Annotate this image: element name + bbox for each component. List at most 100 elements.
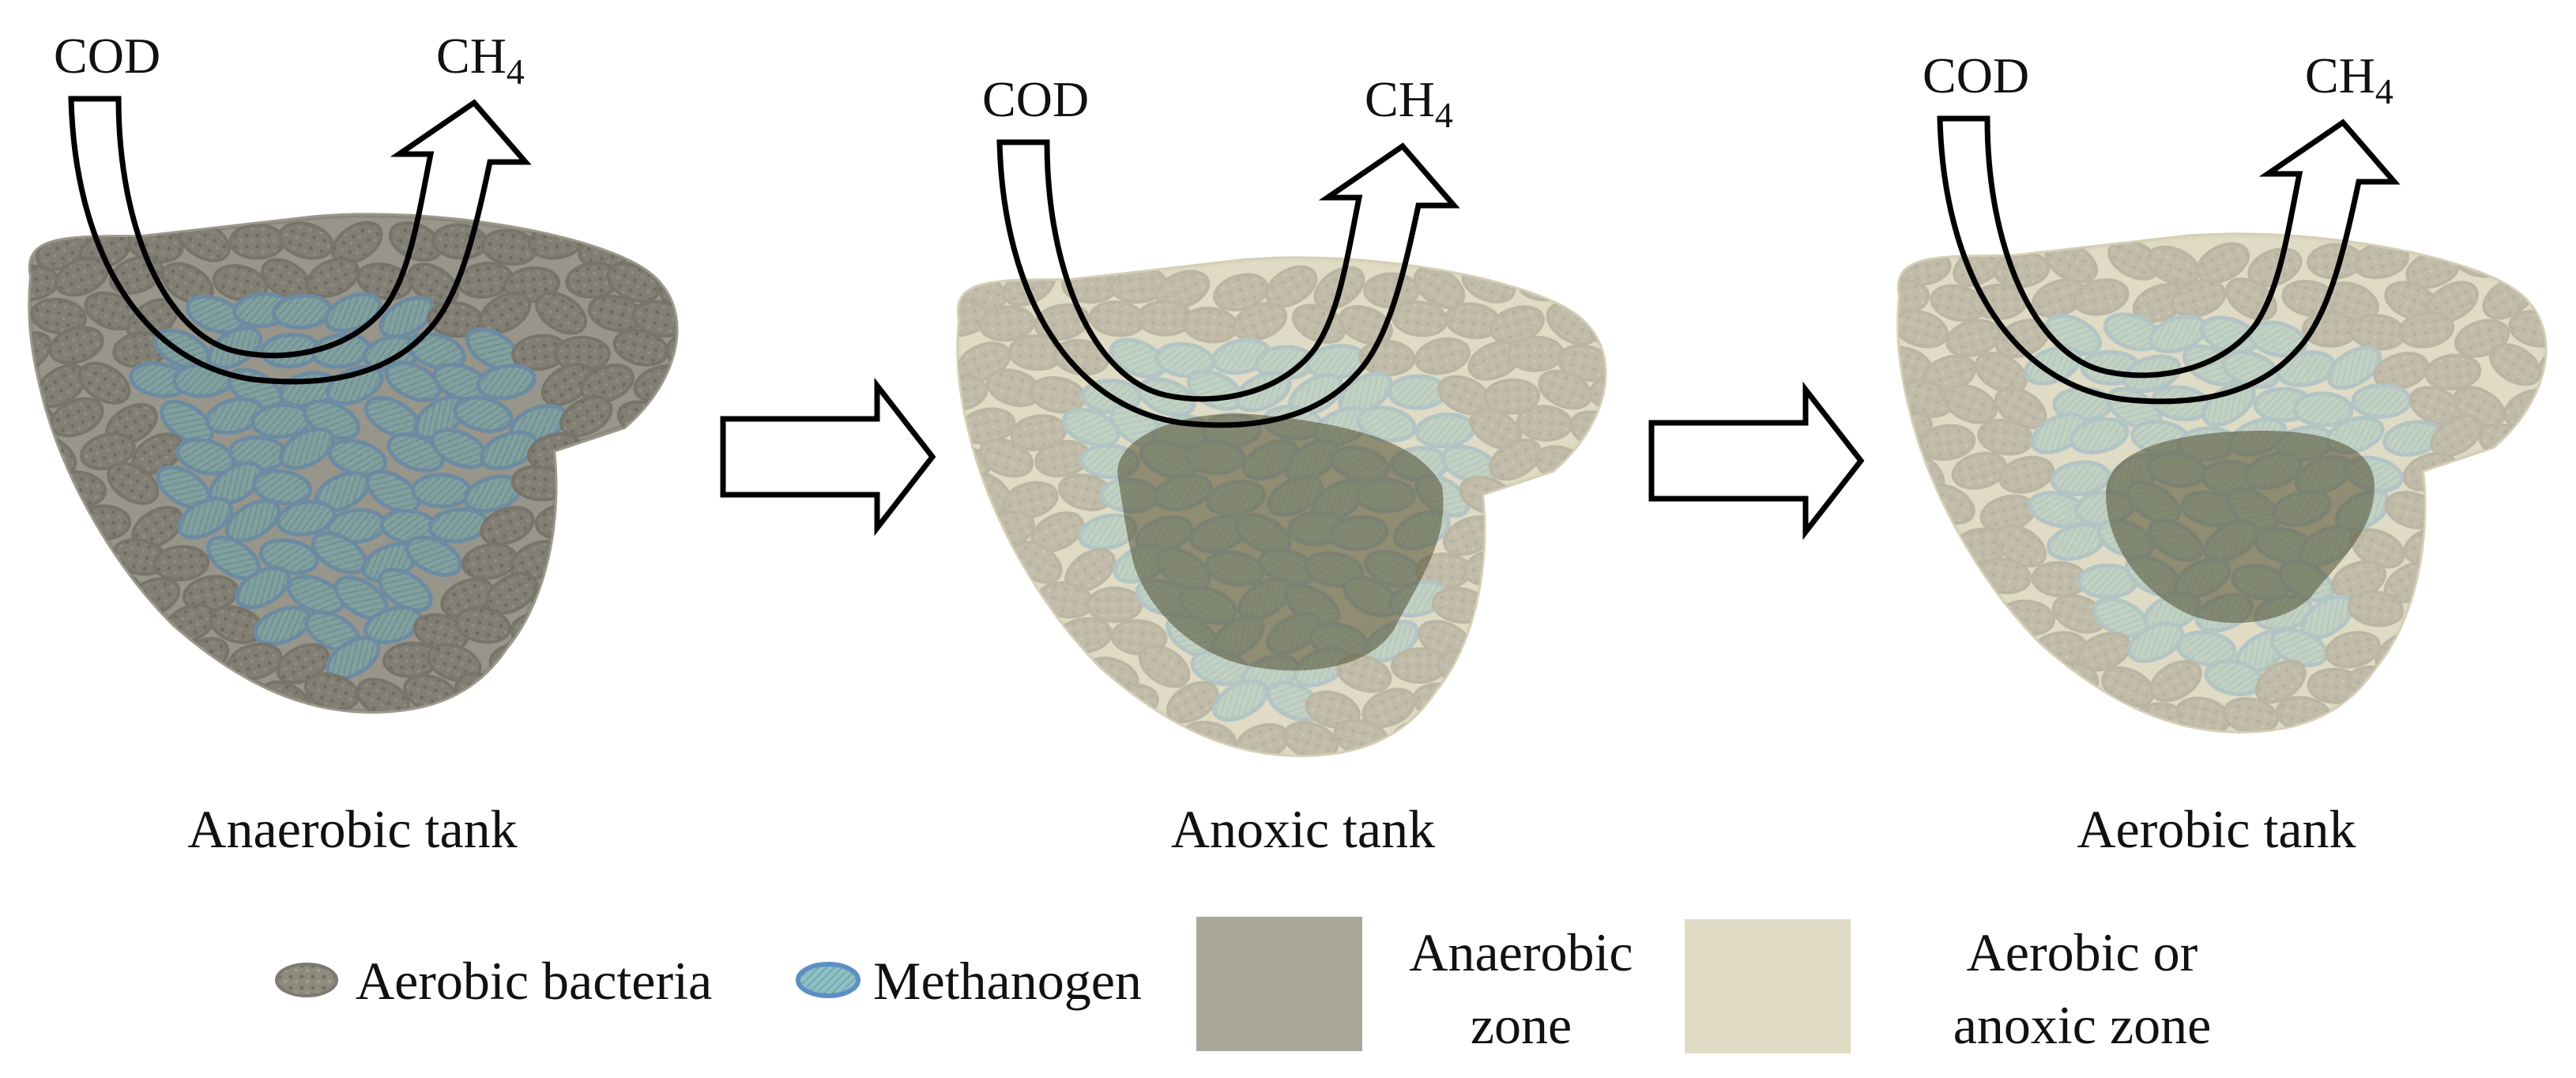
bacteria-cell xyxy=(1948,663,2003,703)
bacteria-cell xyxy=(2523,699,2545,731)
transition-arrow-2 xyxy=(1648,381,1865,541)
bacteria-cell xyxy=(78,639,132,682)
aerobic-zone-swatch xyxy=(1685,919,1851,1054)
bacteria-cell xyxy=(1925,629,1982,667)
tank-caption: Aerobic tank xyxy=(2077,799,2356,859)
bacteria-cell xyxy=(2553,244,2576,292)
bacteria-cell xyxy=(1617,263,1679,315)
bacteria-cell xyxy=(212,264,269,303)
bacteria-cell xyxy=(30,297,88,335)
methanogen-cell xyxy=(235,566,292,609)
ch4-label: CH4 xyxy=(2305,47,2393,111)
bacteria-cell xyxy=(1899,698,1924,731)
methanogen-cell xyxy=(453,395,514,433)
bacteria-cell xyxy=(2502,658,2545,702)
bacteria-cell xyxy=(2525,625,2545,663)
legend-label: zone xyxy=(1471,995,1572,1055)
bacteria-cell xyxy=(2548,443,2576,496)
bacteria-cell xyxy=(1512,545,1570,583)
tank-caption: Anoxic tank xyxy=(1171,799,1435,859)
bacteria-cell xyxy=(992,643,1044,688)
bacteria-cell xyxy=(1014,690,1069,732)
bacteria-cell xyxy=(579,364,635,404)
bacteria-cell xyxy=(2024,697,2080,731)
bacteria-cell xyxy=(480,506,535,546)
bacteria-cell xyxy=(1569,616,1605,660)
bacteria-cell xyxy=(127,639,183,679)
legend-aerobic-zone: Aerobic or anoxic zone xyxy=(1685,919,2211,1055)
bacteria-cell xyxy=(2452,664,2509,701)
bacteria-cell xyxy=(685,289,745,334)
bacteria-cell xyxy=(2406,594,2464,632)
bacteria-cell xyxy=(51,608,108,646)
bacteria-cell xyxy=(1919,558,1975,597)
bacteria-cell xyxy=(1484,713,1537,755)
bacteria-cell xyxy=(2555,656,2576,702)
methanogen-cell xyxy=(365,469,421,514)
bacteria-cell xyxy=(535,291,587,335)
bacteria-cell xyxy=(2476,487,2532,526)
methanogen-cell xyxy=(278,427,335,470)
ch4-label: CH4 xyxy=(1365,71,1453,135)
bacteria-cell xyxy=(454,606,511,644)
bacteria-cell xyxy=(2429,492,2486,530)
tank-caption: Anaerobic tank xyxy=(187,799,517,859)
bacteria-cell xyxy=(56,678,113,711)
anaerobic-zone-overlay xyxy=(30,215,676,711)
bacteria-cell xyxy=(681,576,739,616)
methanogen-cell xyxy=(384,360,443,402)
bacteria-cell xyxy=(612,465,668,503)
bacteria-cell xyxy=(2478,553,2531,597)
bacteria-cell xyxy=(989,725,1046,755)
bacteria-cell xyxy=(478,291,532,334)
bacteria-cell xyxy=(1596,646,1605,688)
bacteria-cell xyxy=(2449,523,2505,563)
bacteria-cell xyxy=(1536,588,1593,625)
bacteria-cell xyxy=(665,330,676,368)
bacteria-cell xyxy=(589,499,646,537)
floc-body xyxy=(956,256,1679,758)
panel-anaerobic-tank: COD CH4 Anaerobic tank xyxy=(28,28,751,859)
bacteria-cell xyxy=(2409,661,2464,703)
methanogen-cell xyxy=(287,575,345,616)
bacteria-cell xyxy=(30,681,63,711)
methanogen-cell xyxy=(386,432,445,473)
bacteria-cell xyxy=(1589,717,1605,755)
bacteria-cell xyxy=(30,469,57,507)
bacteria-cell xyxy=(664,398,676,435)
bacteria-cell xyxy=(1599,577,1605,621)
bacteria-cell xyxy=(1063,688,1120,726)
methanogen-swatch-icon xyxy=(796,962,861,998)
bacteria-cell xyxy=(563,540,621,577)
bacteria-cell xyxy=(540,362,593,406)
floc-body xyxy=(28,213,751,714)
cod-label: COD xyxy=(1923,47,2029,104)
legend-label: anoxic zone xyxy=(1953,995,2212,1055)
bacteria-cell xyxy=(306,257,360,298)
bacteria-cell xyxy=(2548,586,2576,635)
bacteria-cell xyxy=(1606,683,1668,732)
bacteria-cell xyxy=(559,465,613,507)
bacteria-cell xyxy=(1558,682,1605,722)
bacteria-cell xyxy=(958,583,992,620)
bacteria-cell xyxy=(691,356,751,401)
bacteria-cell xyxy=(34,639,92,677)
bacteria-cell xyxy=(616,671,669,711)
legend-methanogen: Methanogen xyxy=(796,951,1142,1011)
bacteria-cell xyxy=(1899,631,1938,669)
bacteria-cell xyxy=(563,677,616,711)
floc-body xyxy=(1896,232,2576,734)
methanogen-cell xyxy=(406,331,466,371)
bacteria-cell xyxy=(668,677,676,711)
methanogen-cell xyxy=(206,326,263,370)
bacteria-cell xyxy=(559,395,613,438)
bacteria-cell xyxy=(627,639,676,677)
cod-label: COD xyxy=(982,71,1089,127)
bacteria-cell xyxy=(633,500,676,539)
bacteria-cell xyxy=(960,690,1015,732)
bacteria-cell xyxy=(610,537,663,581)
bacteria-cell xyxy=(1465,684,1523,722)
methanogen-cell xyxy=(177,496,234,540)
bacteria-cell xyxy=(536,637,590,679)
methanogen-cell xyxy=(276,499,337,537)
